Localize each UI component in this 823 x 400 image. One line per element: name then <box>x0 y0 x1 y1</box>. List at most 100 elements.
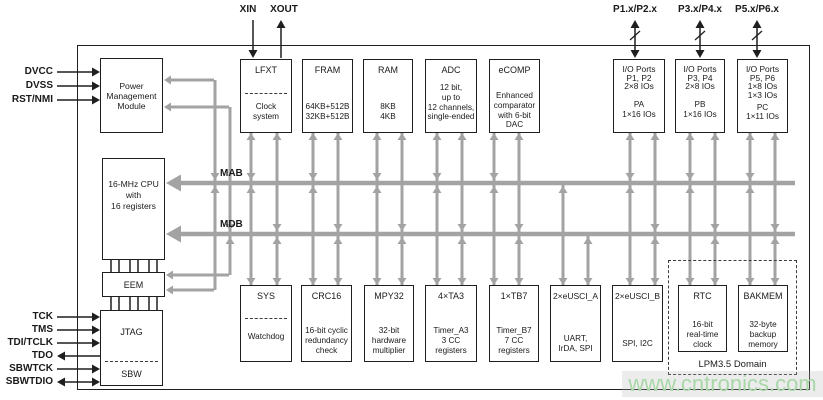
block-body: Timer_B7 7 CC registers <box>496 326 532 355</box>
block-timer-a3: 4×TA3 Timer_A3 3 CC registers <box>425 285 477 362</box>
arrowhead <box>308 278 318 285</box>
arrowhead <box>92 95 100 105</box>
block-title: 4×TA3 <box>437 291 465 301</box>
block-cpu: 16-MHz CPU with 16 registers <box>102 158 165 260</box>
arrowhead <box>457 224 467 231</box>
wire <box>694 30 706 41</box>
arrowhead <box>57 377 65 387</box>
block-body: 12 bit, up to 12 channels, single-ended <box>427 83 475 122</box>
arrowhead <box>489 133 499 140</box>
arrowhead <box>225 237 235 244</box>
arrowhead <box>166 174 181 192</box>
pin-label-sbwtck: SBWTCK <box>9 363 53 374</box>
block-body: PC 1×11 IOs <box>746 103 779 122</box>
arrowhead <box>650 278 660 285</box>
arrowhead <box>457 278 467 285</box>
arrowhead <box>272 278 282 285</box>
arrowhead <box>745 173 755 180</box>
block-adc: ADC 12 bit, up to 12 channels, single-en… <box>425 59 477 133</box>
arrowhead <box>308 173 318 180</box>
pin-label-xout: XOUT <box>270 4 298 15</box>
diagram-border <box>77 45 810 390</box>
arrowhead <box>272 224 282 231</box>
block-body: PB 1×16 IOs <box>683 100 717 119</box>
arrowhead <box>210 173 220 180</box>
arrowhead <box>225 224 235 231</box>
wire <box>751 30 763 41</box>
block-title: I/O Ports P1, P2 2×8 IOs <box>622 64 656 92</box>
arrowhead <box>625 173 635 180</box>
block-body: 64KB+512B 32KB+512B <box>305 102 350 121</box>
arrowhead <box>397 133 407 140</box>
arrowhead <box>583 278 593 285</box>
watermark: www.cntronics.com <box>622 371 823 397</box>
arrowhead <box>333 224 343 231</box>
pin-label-dvcc: DVCC <box>24 66 53 77</box>
block-text: Power Management Module <box>106 80 157 111</box>
arrowhead <box>372 173 382 180</box>
pin-label-xin: XIN <box>239 4 257 15</box>
block-text: 16-MHz CPU with 16 registers <box>108 179 159 211</box>
arrowhead <box>745 278 755 285</box>
arrowhead <box>695 20 705 28</box>
pin-label-p1x-p2x: P1.x/P2.x <box>613 4 657 15</box>
arrowhead <box>333 133 343 140</box>
block-title: RTC <box>693 291 712 301</box>
bus-label-mdb: MDB <box>220 219 243 230</box>
block-body: Watchdog <box>247 332 285 341</box>
arrowhead <box>685 173 695 180</box>
arrowhead <box>745 133 755 140</box>
arrowhead <box>710 224 720 231</box>
block-title: MPY32 <box>374 291 404 301</box>
arrowhead <box>246 133 256 140</box>
pin-label-sbwtdio: SBWTDIO <box>5 376 53 387</box>
arrowhead <box>272 133 282 140</box>
block-jtag-sbw: JTAG SBW <box>100 310 163 386</box>
bus-label-mab: MAB <box>220 168 243 179</box>
lpm35-domain-box: LPM3.5 Domain <box>668 260 797 375</box>
arrowhead <box>695 50 705 58</box>
block-title: RAM <box>378 65 398 75</box>
block-eusci-a: 2×eUSCI_A UART, IrDA, SPI <box>550 285 601 362</box>
wire <box>629 30 641 41</box>
block-title: CRC16 <box>311 291 342 301</box>
block-body: SPI, I2C <box>622 339 653 348</box>
pin-label-tms: TMS <box>31 324 53 335</box>
block-title: JTAG <box>120 327 143 337</box>
arrowhead <box>248 50 258 58</box>
arrowhead <box>457 133 467 140</box>
pin-label-p5x-p6x: P5.x/P6.x <box>735 4 779 15</box>
arrowhead <box>92 338 100 348</box>
block-ram: RAM 8KB 4KB <box>363 59 413 133</box>
block-io-ports-p1-p2: I/O Ports P1, P2 2×8 IOs PA 1×16 IOs <box>613 59 665 133</box>
arrowhead <box>752 20 762 28</box>
block-title: I/O Ports P3, P4 2×8 IOs <box>683 64 717 92</box>
arrowhead <box>432 186 442 193</box>
pin-label-tdi-tclk: TDI/TCLK <box>7 337 53 348</box>
block-title: 2×eUSCI_B <box>614 291 661 301</box>
arrowhead <box>489 278 499 285</box>
block-crc16: CRC16 16-bit cyclic redundancy check <box>301 285 352 362</box>
block-title: eCOMP <box>498 65 531 75</box>
arrowhead <box>514 133 524 140</box>
block-title: I/O Ports P5, P6 1×8 IOs 1×3 IOs <box>745 64 780 100</box>
arrowhead <box>92 81 100 91</box>
arrowhead <box>710 133 720 140</box>
block-io-ports-p5-p6: I/O Ports P5, P6 1×8 IOs 1×3 IOs PC 1×11… <box>737 59 788 133</box>
block-body: Enhanced comparator with 6-bit DAC <box>493 91 536 130</box>
arrowhead <box>372 133 382 140</box>
block-rtc: RTC 16-bit real-time clock <box>678 285 727 352</box>
arrowhead <box>92 364 100 374</box>
block-body: SBW <box>121 369 142 379</box>
block-bakmem: BAKMEM 32-byte backup memory <box>738 285 788 352</box>
dashed-divider <box>245 93 287 94</box>
arrowhead <box>166 225 181 243</box>
arrowhead <box>650 224 660 231</box>
block-body: Timer_A3 3 CC registers <box>433 326 469 355</box>
arrowhead <box>333 278 343 285</box>
arrowhead <box>558 186 568 193</box>
arrowhead <box>276 20 286 28</box>
arrowhead <box>57 351 65 361</box>
block-body: PA 1×16 IOs <box>622 100 656 119</box>
arrowhead <box>770 224 780 231</box>
